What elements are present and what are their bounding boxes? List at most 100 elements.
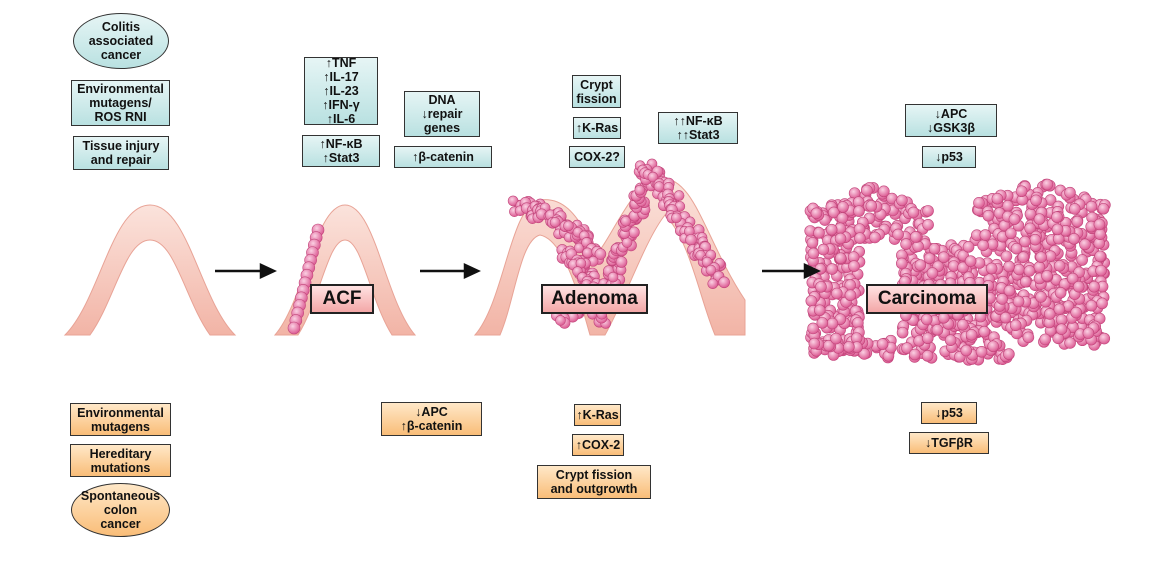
cell [831,333,842,344]
text-line: ↑IL-6 [327,112,355,126]
cell [979,326,990,337]
cell [827,318,838,329]
text-line: ↑K-Ras [576,121,618,135]
cell [555,315,565,325]
text-line: DNA [428,93,455,107]
cell [997,293,1008,304]
text-line: ROS RNI [94,110,146,124]
kras-bottom-box: ↑K-Ras [574,404,621,426]
environmental-mutagens-box: Environmental mutagens [70,403,171,436]
cell [922,350,933,361]
cell [708,279,718,289]
cell [835,233,846,244]
text-line: Spontaneous [81,489,160,503]
cell [893,229,904,240]
cell [827,264,838,275]
apc-beta-catenin-box: ↓APC ↑β-catenin [381,402,482,436]
cell [1031,195,1042,206]
cell [671,213,681,223]
cell [1068,233,1079,244]
cell [966,329,977,340]
text-line: Environmental [77,82,164,96]
cell [1018,252,1029,263]
text-line: mutagens/ [89,96,152,110]
cell [826,224,837,235]
cell [877,339,888,350]
cell [608,272,618,282]
cell [1024,265,1035,276]
cell [1094,219,1105,230]
cell [835,253,846,264]
cell [1095,251,1106,262]
acf-stage-label: ACF [310,284,374,314]
cell [1077,254,1088,265]
cell [1016,186,1027,197]
cell [909,349,920,360]
cell [921,314,932,325]
text-line: ↑β-catenin [401,419,463,433]
cell [831,288,842,299]
text-line: ↓p53 [935,406,963,420]
text-line: ↓GSK3β [927,121,975,135]
cell [992,193,1003,204]
cell [938,252,949,263]
cell [1064,187,1075,198]
text-line: ↑TNF [326,56,357,70]
cell [1003,349,1014,360]
environmental-mutagens-ros-box: Environmental mutagens/ ROS RNI [71,80,170,126]
cell [910,231,921,242]
cell [1010,320,1021,331]
cell [1054,304,1065,315]
crypt-outgrowth-box: Crypt fission and outgrowth [537,465,651,499]
cell [1071,307,1082,318]
cell [815,281,826,292]
cell [654,182,664,192]
cell [1051,212,1062,223]
text-line: ↑↑Stat3 [676,128,719,142]
cell [1036,291,1047,302]
cell [1089,281,1100,292]
cell [1083,328,1094,339]
cell [869,232,880,243]
cell [686,234,697,245]
cell [1041,270,1052,281]
cell [980,230,991,241]
cell [1042,179,1053,190]
cell [1052,224,1063,235]
cell [1030,234,1041,245]
spontaneous-colon-cancer-oval: Spontaneous colon cancer [71,483,170,537]
cell [1097,298,1108,309]
cell [1005,228,1016,239]
tgfbr-box: ↓TGFβR [909,432,989,454]
cell [923,205,934,216]
cell [1098,203,1109,214]
text-line: ↑IL-23 [323,84,358,98]
cell [1040,334,1051,345]
cytokines-box: ↑TNF ↑IL-17 ↑IL-23 ↑IFN-γ ↑IL-6 [304,57,378,125]
cell [1056,324,1067,335]
text-line: ↑K-Ras [576,408,618,422]
beta-catenin-box: ↑β-catenin [394,146,492,168]
cell [927,268,938,279]
text-line: Colitis [102,20,140,34]
text-line: COX-2? [574,150,620,164]
text-line: ↑IFN-γ [322,98,360,112]
cell [866,200,877,211]
text-line: mutagens [91,420,150,434]
text-line: genes [424,121,460,135]
text-line: fission [576,92,616,106]
cell [1034,262,1045,273]
cell [897,327,908,338]
cell [849,261,860,272]
text-line: ↓repair [422,107,463,121]
text-line: ↑↑NF-κB [673,114,722,128]
cell [1086,300,1097,311]
cell [1014,264,1025,275]
cell [1080,239,1091,250]
text-line: associated [89,34,154,48]
cell [1013,296,1024,307]
cell [963,241,974,252]
cell [978,240,989,251]
cell [843,341,854,352]
text-line: Environmental [77,406,164,420]
